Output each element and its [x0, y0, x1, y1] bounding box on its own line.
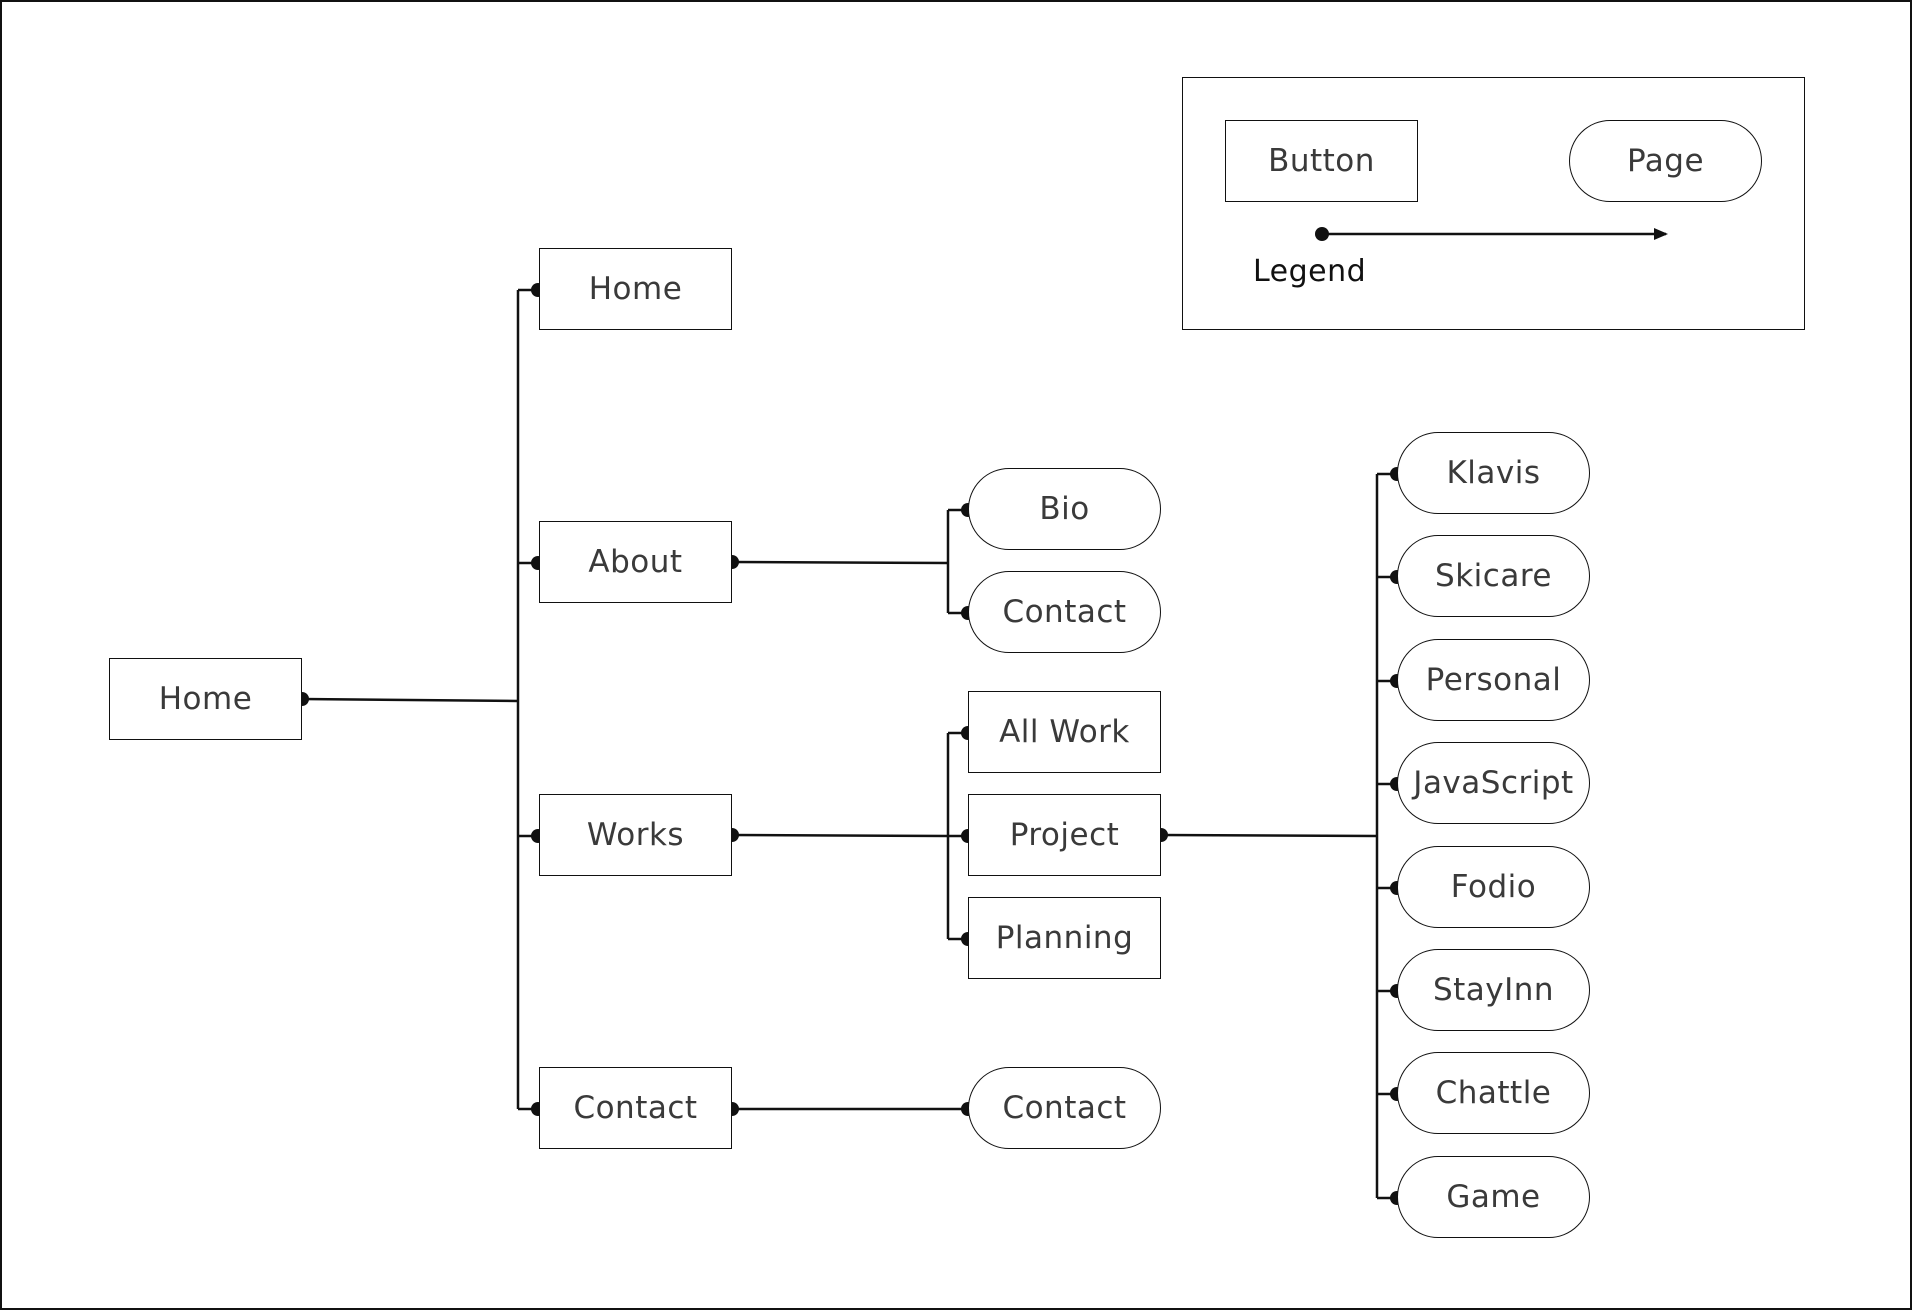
node-javascript: JavaScript: [1397, 742, 1590, 824]
node-contact: Contact: [539, 1067, 732, 1149]
node-contact-page: Contact: [968, 1067, 1161, 1149]
node-skicare: Skicare: [1397, 535, 1590, 617]
legend-button-shape: Button: [1225, 120, 1418, 202]
node-project: Project: [968, 794, 1161, 876]
node-klavis: Klavis: [1397, 432, 1590, 514]
node-fodio: Fodio: [1397, 846, 1590, 928]
edge-about-to-trunk: [731, 560, 949, 565]
node-stayinn: StayInn: [1397, 949, 1590, 1031]
edge-works-to-trunk: [731, 833, 949, 838]
node-home: Home: [539, 248, 732, 330]
legend-box: [1182, 77, 1805, 330]
legend-title: Legend: [1253, 254, 1367, 289]
node-personal: Personal: [1397, 639, 1590, 721]
node-bio: Bio: [968, 468, 1161, 550]
node-root-home: Home: [109, 658, 302, 740]
node-game: Game: [1397, 1156, 1590, 1238]
node-chattle: Chattle: [1397, 1052, 1590, 1134]
node-about: About: [539, 521, 732, 603]
node-works: Works: [539, 794, 732, 876]
legend-arrow-dot: [1315, 227, 1329, 241]
node-all-work: All Work: [968, 691, 1161, 773]
legend-page-shape: Page: [1569, 120, 1762, 202]
node-about-contact: Contact: [968, 571, 1161, 653]
edge-project-to-trunk: [1160, 833, 1378, 838]
edge-root-to-trunk: [301, 697, 519, 703]
node-planning: Planning: [968, 897, 1161, 979]
